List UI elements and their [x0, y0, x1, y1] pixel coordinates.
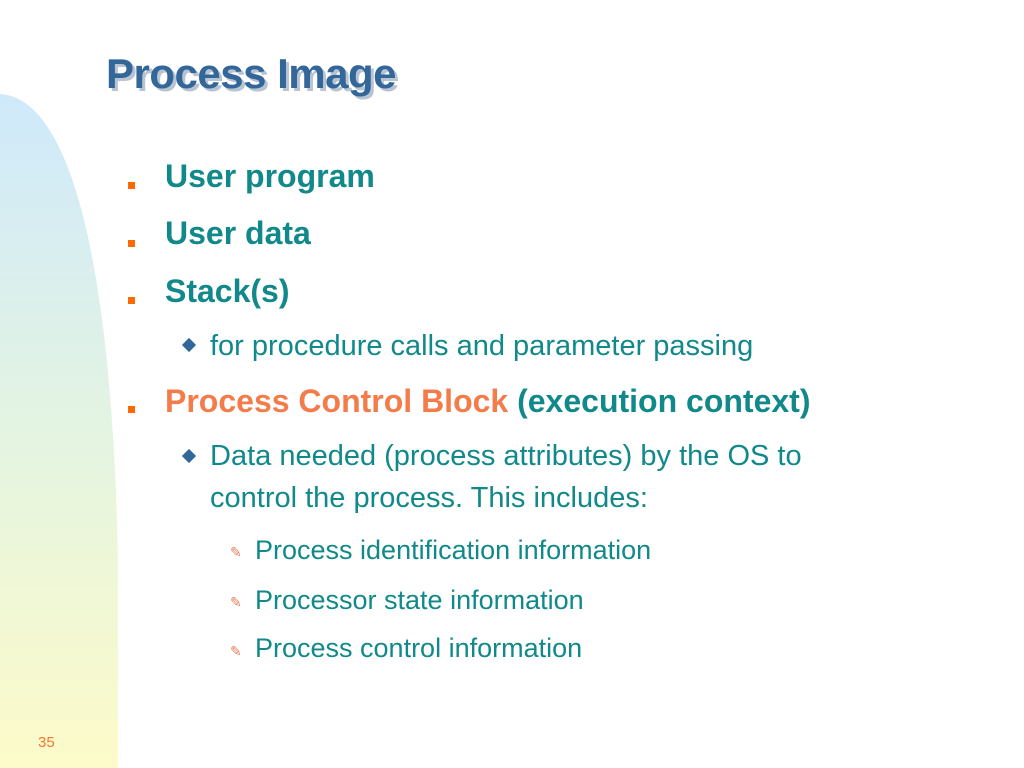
bullet-pcb-item: Processor state information	[255, 585, 584, 615]
square-bullet-icon	[128, 406, 135, 413]
pencil-bullet-icon: ✎	[230, 544, 242, 560]
bullet-pcb-detail-line2: control the process. This includes:	[210, 482, 648, 514]
bullet-pcb-item: Process identification information	[255, 535, 652, 565]
bullet-user-program: User program	[165, 158, 375, 194]
square-bullet-icon	[128, 297, 135, 304]
bullet-user-data: User data	[165, 215, 311, 251]
pencil-bullet-icon: ✎	[230, 594, 242, 610]
slide-title: Process Image	[106, 50, 397, 97]
page-number: 35	[38, 734, 55, 751]
pcb-highlight-text: Process Control Block	[165, 383, 509, 419]
square-bullet-icon	[128, 240, 135, 247]
square-bullet-icon	[128, 182, 135, 189]
bullet-pcb-detail-line1: Data needed (process attributes) by the …	[210, 440, 802, 472]
gradient-side-band	[0, 94, 118, 768]
pcb-rest-text: (execution context)	[508, 383, 811, 419]
bullet-pcb-item: Process control information	[255, 633, 583, 663]
bullet-stacks: Stack(s)	[165, 273, 290, 309]
bullet-stacks-detail: for procedure calls and parameter passin…	[210, 330, 754, 362]
diamond-bullet-icon	[181, 337, 197, 353]
pencil-bullet-icon: ✎	[230, 643, 242, 659]
diamond-bullet-icon	[181, 448, 197, 464]
bullet-pcb: Process Control Block (execution context…	[165, 383, 810, 420]
